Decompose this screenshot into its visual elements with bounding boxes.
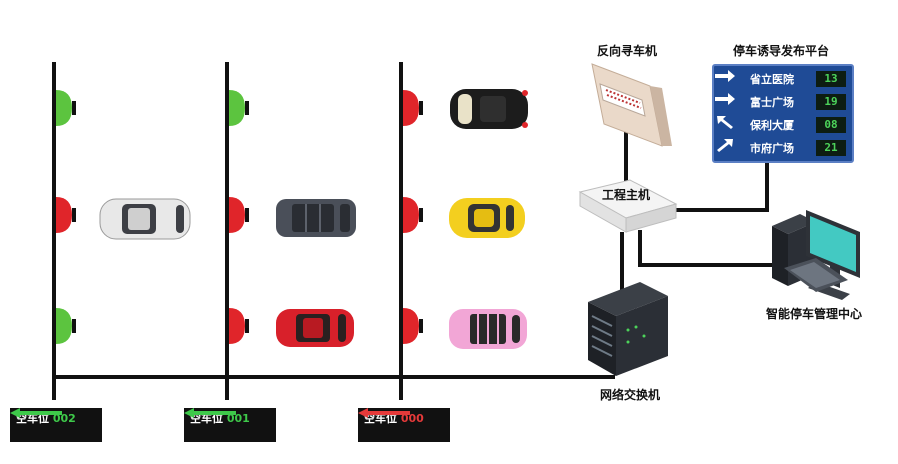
left-arrow-icon [10,408,62,418]
up-right-arrow-icon [717,139,733,152]
sign-row: 保利大厦 08 [714,115,852,135]
vacancy-panel-2: 空车位 001 [184,408,276,442]
sign-destination: 保利大厦 [750,119,794,132]
car-pink [449,309,527,349]
sign-count: 08 [816,117,846,133]
right-arrow-icon [715,93,735,105]
vacancy-prefix: 空车位 [16,412,49,425]
vacancy-panel-text: 空车位 000 [364,410,424,426]
car-white [99,198,191,240]
reverse-finder-label: 反向寻车机 [597,44,658,58]
indicator-occupied-2-2 [229,197,249,233]
vacancy-panel-3: 空车位 000 [358,408,450,442]
sign-destination: 市府广场 [750,142,794,155]
engineering-host-label: 工程主机 [602,188,651,202]
vacancy-count: 002 [52,412,76,425]
vacancy-count: 001 [226,412,250,425]
vacancy-prefix: 空车位 [190,412,223,425]
indicator-free-2-1 [229,90,249,126]
vacancy-panel-text: 空车位 002 [16,410,76,426]
sign-destination: 富士广场 [750,96,794,109]
vacancy-prefix: 空车位 [364,412,397,425]
car-red [276,309,354,347]
reverse-finder-device [591,63,672,147]
computer-keyboard [784,258,848,292]
left-arrow-icon [358,408,410,418]
right-arrow-icon [715,70,735,82]
indicator-occupied-3-1 [403,90,423,126]
sign-row: 富士广场 19 [714,92,852,112]
indicator-free-1-3 [56,308,76,344]
indicator-free-1-1 [56,90,76,126]
left-arrow-icon [184,408,236,418]
sign-row: 省立医院 13 [714,69,852,89]
indicator-occupied-3-3 [403,308,423,344]
sign-destination: 省立医院 [750,73,794,86]
car-black [450,89,528,129]
guidance-sign-board: 省立医院 13 富士广场 19 保利大厦 08 市府广场 21 [712,64,854,163]
guidance-platform-label: 停车诱导发布平台 [733,44,830,58]
sign-count: 21 [816,140,846,156]
indicator-occupied-2-3 [229,308,249,344]
sign-count: 13 [816,71,846,87]
vacancy-panel-1: 空车位 002 [10,408,102,442]
car-yellow [449,198,525,238]
vacancy-count: 000 [400,412,424,425]
sign-count: 19 [816,94,846,110]
car-dark-gray [276,199,356,237]
network-switch-label: 网络交换机 [600,388,661,402]
up-left-arrow-icon [717,116,733,129]
indicator-occupied-3-2 [403,197,423,233]
host-to-center-line [638,230,778,267]
indicator-occupied-1-2 [56,197,76,233]
host-to-sign-line [672,156,769,212]
engineering-host-device [578,179,678,233]
sign-row: 市府广场 21 [714,138,852,158]
management-center-label: 智能停车管理中心 [766,307,863,321]
vacancy-panel-text: 空车位 001 [190,410,250,426]
network-switch-device [588,282,668,376]
